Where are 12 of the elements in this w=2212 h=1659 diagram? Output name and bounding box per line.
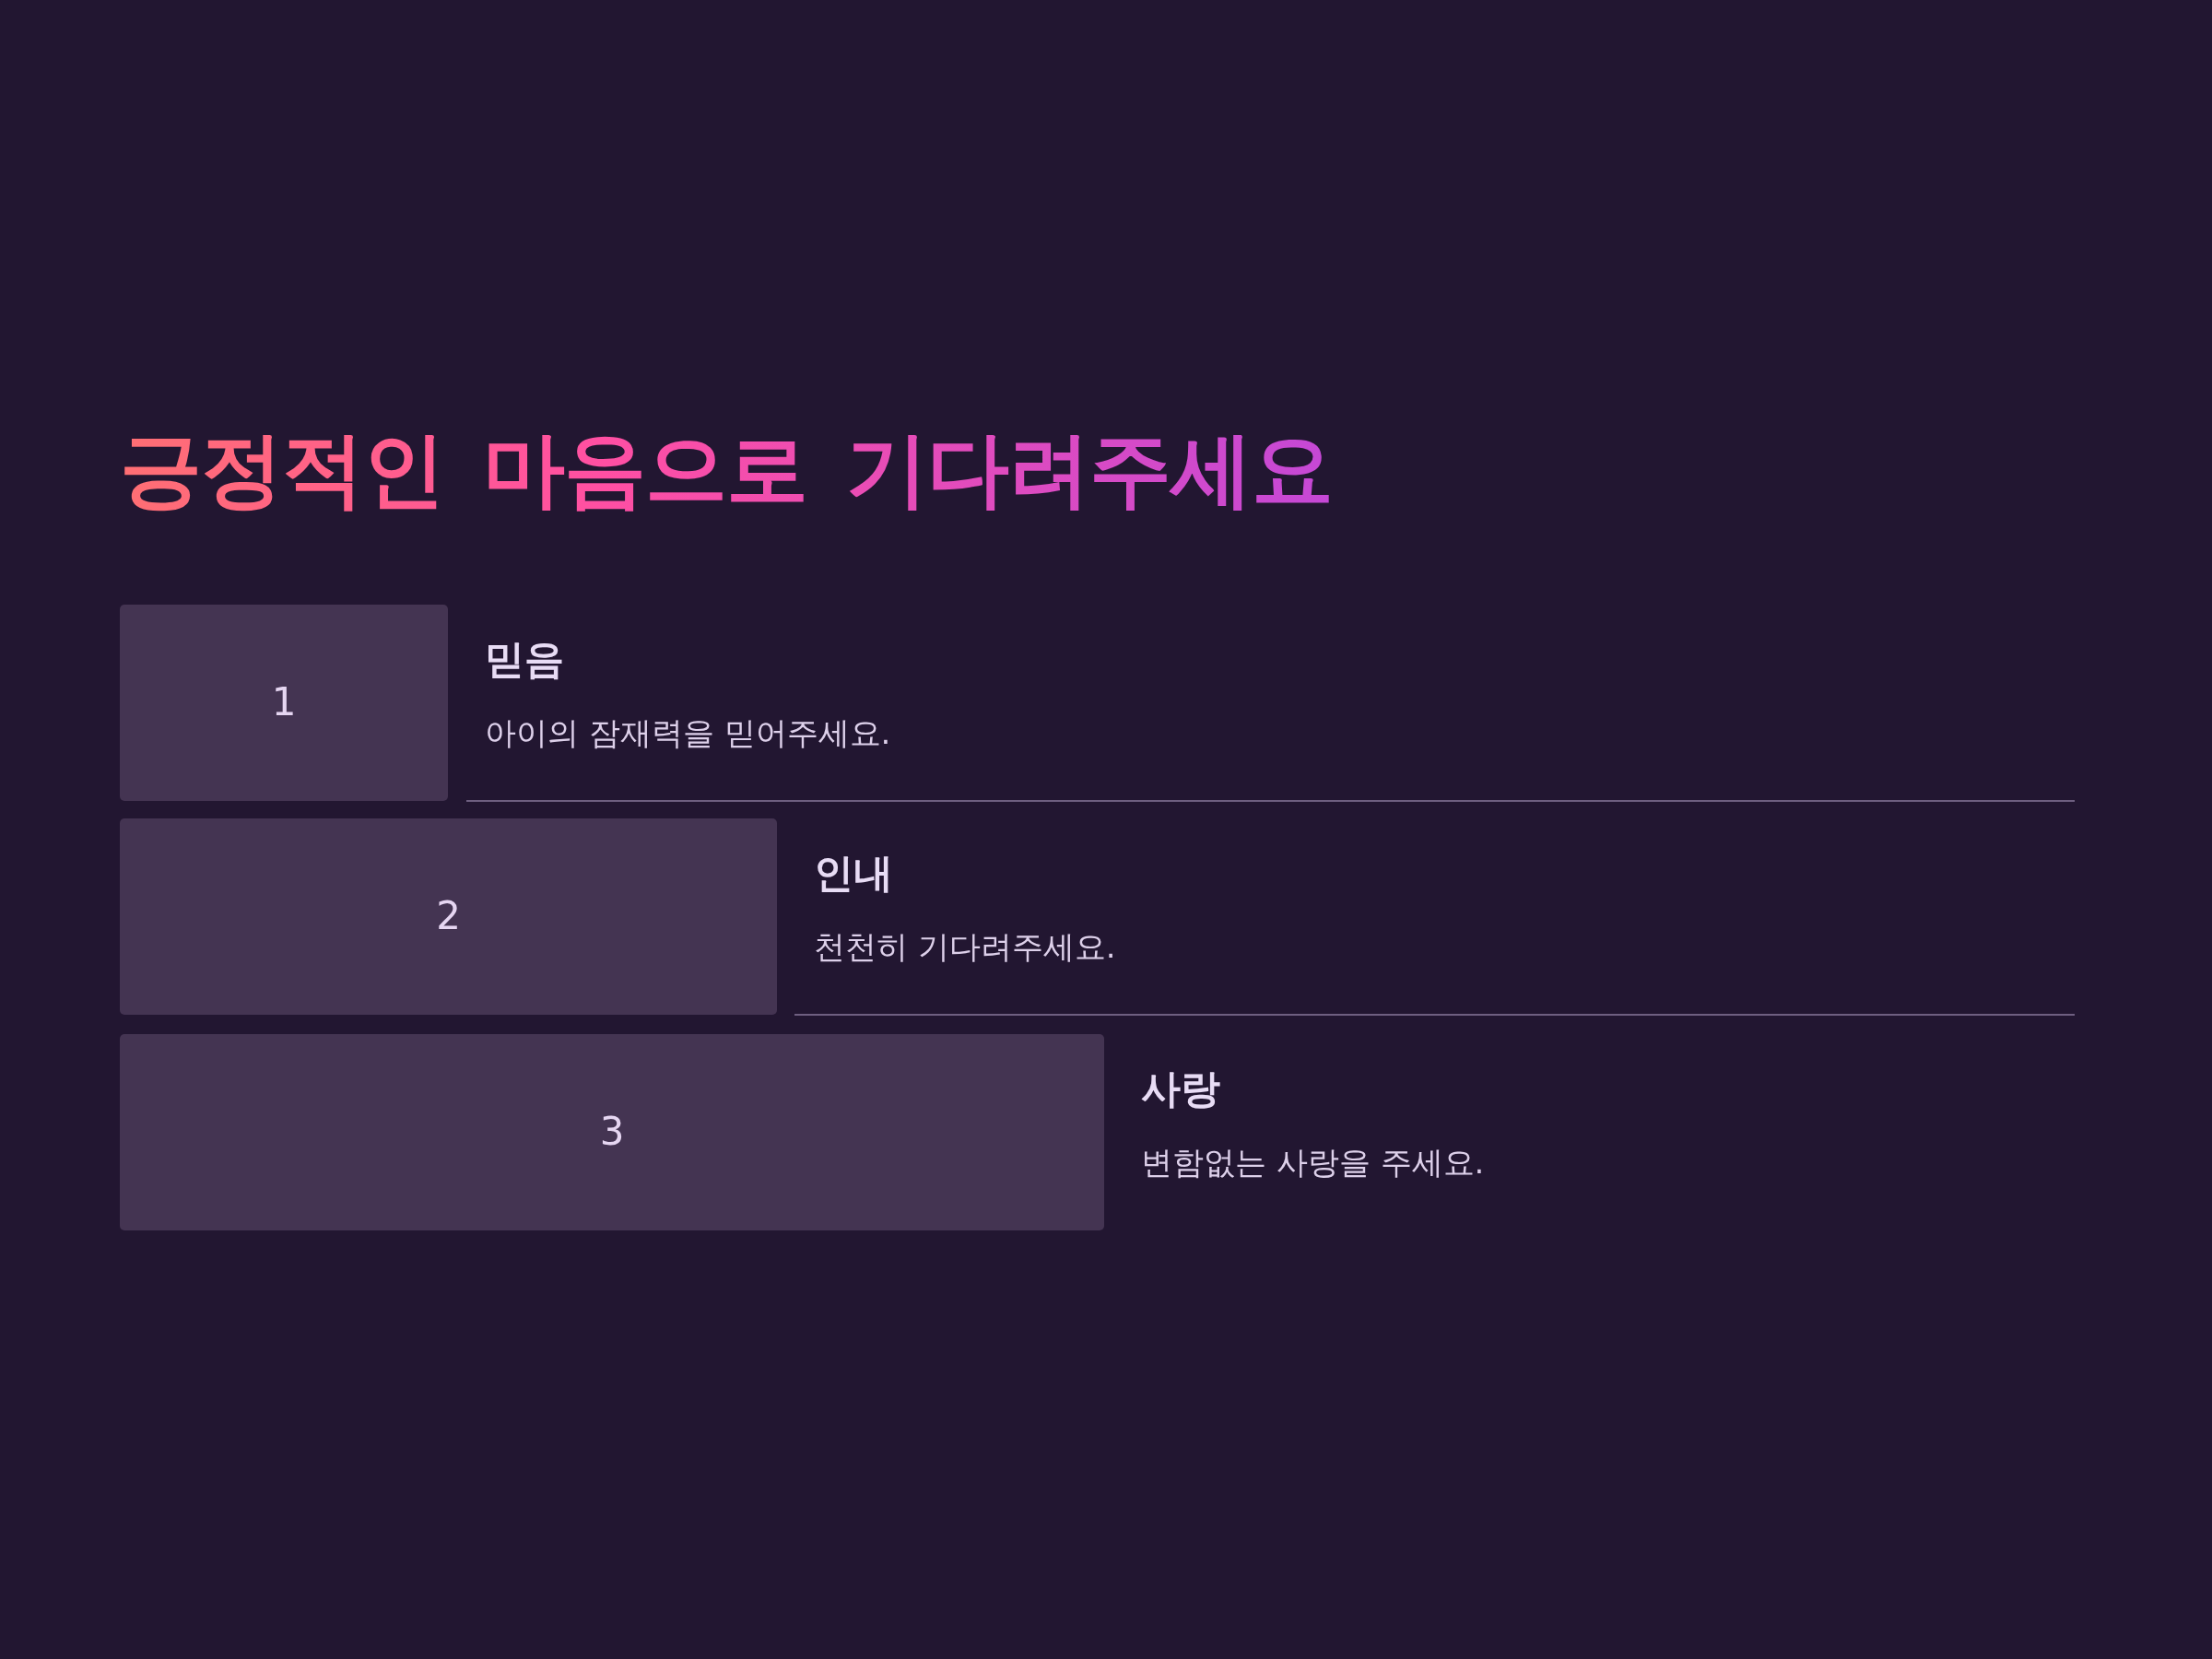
step-description: 천천히 기다려주세요.	[814, 927, 1116, 967]
step-bar	[120, 818, 777, 1015]
step-bar	[120, 605, 448, 801]
step-heading: 사랑	[1141, 1065, 1220, 1113]
step-heading: 인내	[814, 850, 893, 898]
step-number: 2	[436, 893, 461, 940]
step-description: 변함없는 사랑을 주세요.	[1141, 1143, 1485, 1182]
step-number: 3	[599, 1109, 625, 1156]
step-bar	[120, 1034, 1104, 1230]
step-heading: 믿음	[485, 636, 564, 684]
step-description: 아이의 잠재력을 믿어주세요.	[485, 713, 891, 753]
step-number: 1	[271, 679, 297, 726]
